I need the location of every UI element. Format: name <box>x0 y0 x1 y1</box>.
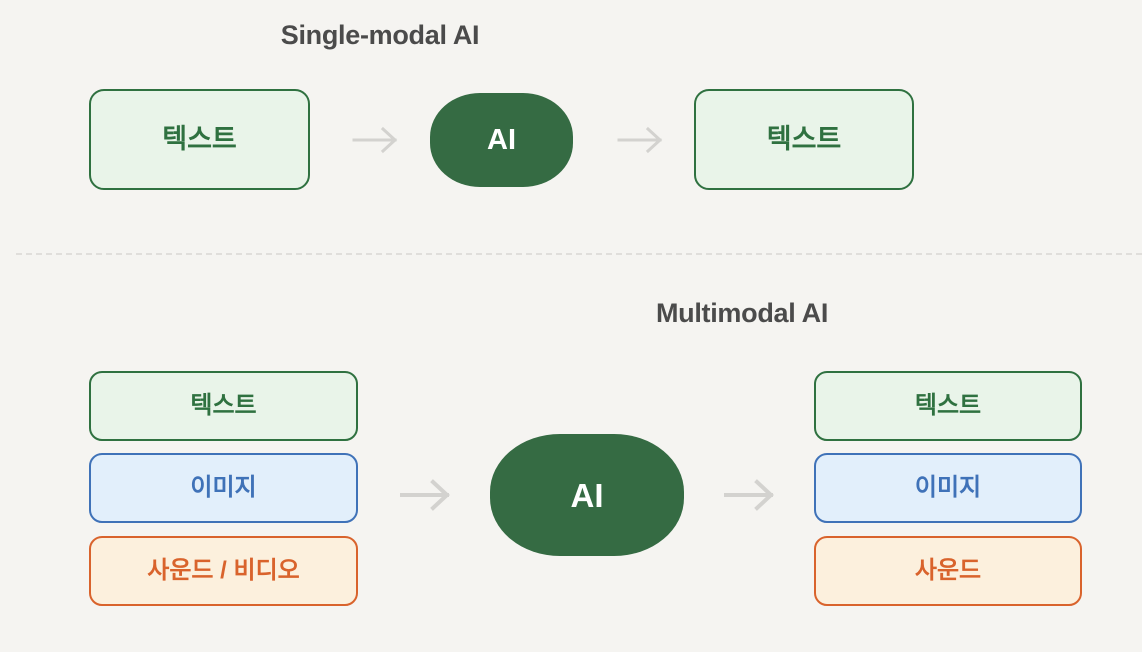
single-modal-input-box-text: 텍스트 <box>89 89 310 190</box>
multimodal-input-box-image: 이미지 <box>89 453 358 523</box>
multimodal-section-title: Multimodal AI <box>655 298 829 328</box>
single-modal-section-title: Single-modal AI <box>280 20 480 50</box>
arrow-right-icon <box>398 470 456 520</box>
multimodal-output-label-sound: 사운드 <box>914 557 982 584</box>
multimodal-ai-model: AI <box>490 434 684 556</box>
single-modal-ai-model: AI <box>430 93 573 187</box>
multimodal-output-box-image: 이미지 <box>814 453 1082 523</box>
multimodal-output-box-text: 텍스트 <box>814 371 1082 441</box>
multimodal-input-box-sound: 사운드 / 비디오 <box>89 536 358 606</box>
single-modal-ai-label: AI <box>487 123 516 156</box>
arrow-right-icon <box>350 120 404 160</box>
single-modal-input-label: 텍스트 <box>162 124 237 154</box>
multimodal-output-label-image: 이미지 <box>914 474 982 501</box>
arrow-right-icon <box>615 120 669 160</box>
multimodal-output-box-sound: 사운드 <box>814 536 1082 606</box>
multimodal-input-label-sound: 사운드 / 비디오 <box>147 557 300 584</box>
single-modal-output-box-text: 텍스트 <box>694 89 914 190</box>
section-divider <box>16 253 1142 255</box>
multimodal-input-box-text: 텍스트 <box>89 371 358 441</box>
multimodal-ai-label: AI <box>570 476 604 514</box>
multimodal-input-label-text: 텍스트 <box>190 392 257 419</box>
multimodal-input-label-image: 이미지 <box>190 474 257 501</box>
single-modal-output-label: 텍스트 <box>766 124 842 154</box>
multimodal-output-label-text: 텍스트 <box>914 392 982 419</box>
arrow-right-icon <box>722 470 780 520</box>
